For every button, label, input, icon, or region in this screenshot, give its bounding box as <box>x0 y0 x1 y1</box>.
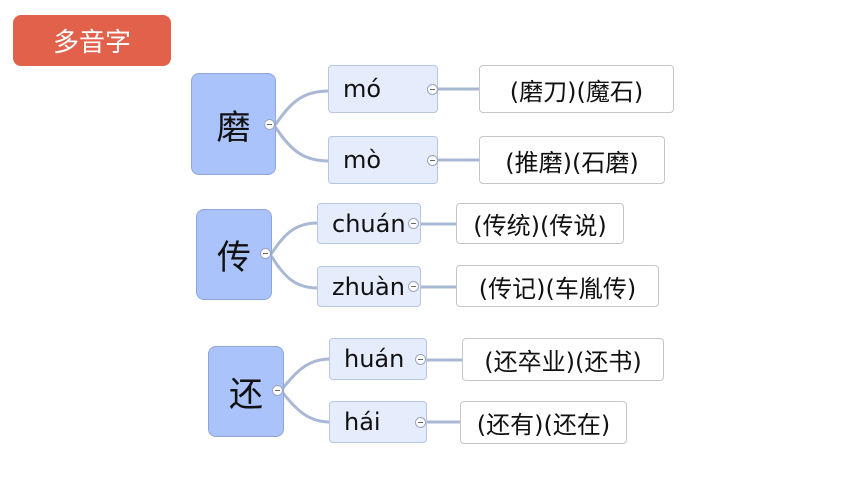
pinyin-node-1-2: mò <box>328 136 438 184</box>
connector-g1-r2 <box>274 126 331 163</box>
collapse-toggle-icon[interactable] <box>408 281 419 292</box>
word-node-1-2: (推磨)(石磨) <box>479 136 665 184</box>
connector-g2-r1 <box>270 221 320 255</box>
connector-g3-r2 <box>281 391 332 424</box>
collapse-toggle-icon[interactable] <box>415 417 426 428</box>
pinyin-node-2-2: zhuàn <box>317 266 421 307</box>
word-node-3-2: (还有)(还在) <box>460 401 627 444</box>
char-node-2: 传 <box>196 209 272 300</box>
collapse-toggle-icon[interactable] <box>260 248 271 259</box>
pinyin-node-3-1: huán <box>329 338 427 380</box>
collapse-toggle-icon[interactable] <box>415 354 426 365</box>
collapse-toggle-icon[interactable] <box>272 385 283 396</box>
pinyin-node-3-2: hái <box>329 401 427 443</box>
connector-g1-r1 <box>274 89 331 126</box>
pinyin-node-1-1: mó <box>328 65 438 113</box>
collapse-toggle-icon[interactable] <box>408 218 419 229</box>
collapse-toggle-icon[interactable] <box>427 84 438 95</box>
pinyin-node-2-1: chuán <box>317 203 421 244</box>
char-node-3: 还 <box>208 346 284 437</box>
word-node-2-2: (传记)(车胤传) <box>456 265 659 307</box>
title-badge: 多音字 <box>13 15 171 66</box>
collapse-toggle-icon[interactable] <box>427 155 438 166</box>
word-node-3-1: (还卒业)(还书) <box>462 338 664 381</box>
collapse-toggle-icon[interactable] <box>264 119 275 130</box>
word-node-1-1: (磨刀)(魔石) <box>479 65 674 113</box>
char-node-1: 磨 <box>191 73 276 175</box>
word-node-2-1: (传统)(传说) <box>456 203 624 244</box>
connector-g3-r1 <box>281 357 332 390</box>
connector-g2-r2 <box>270 255 320 290</box>
